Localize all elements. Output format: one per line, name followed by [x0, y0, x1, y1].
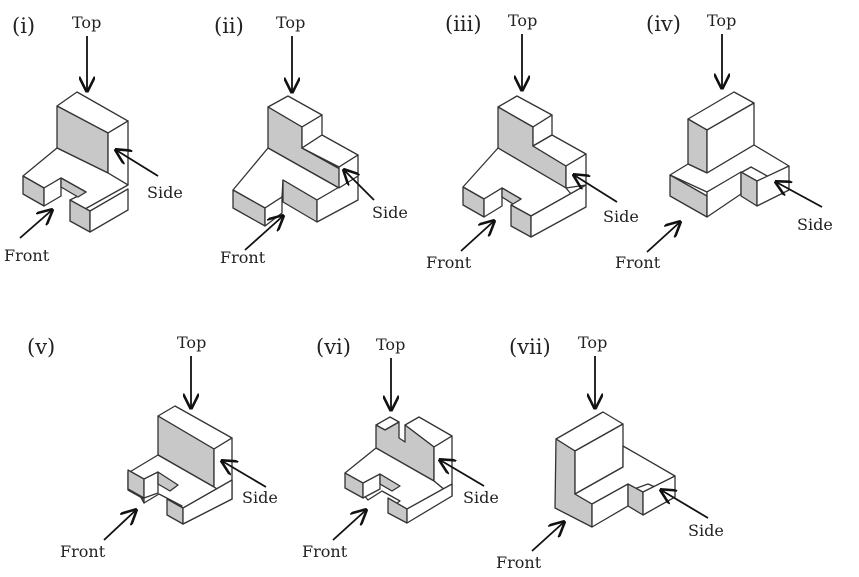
isometric-block	[232, 95, 359, 227]
side-label: Side	[242, 488, 278, 507]
figure-number: (iii)	[445, 12, 482, 36]
isometric-block	[127, 405, 233, 525]
top-label: Top	[508, 11, 537, 30]
figure-vii: (vii) Top Side Front	[496, 333, 724, 572]
isometric-block	[22, 91, 129, 233]
figure-number: (vi)	[316, 335, 351, 359]
front-label: Front	[4, 246, 50, 265]
figure-number: (vii)	[509, 335, 551, 359]
figure-vi: (vi) Top Side Front	[302, 335, 499, 561]
top-label: Top	[707, 11, 736, 30]
front-label: Front	[496, 553, 542, 572]
top-label: Top	[276, 13, 305, 32]
front-arrow	[332, 510, 366, 541]
side-arrow	[574, 175, 618, 203]
side-arrow	[661, 490, 709, 519]
isometric-block	[554, 411, 676, 528]
side-label: Side	[603, 207, 639, 226]
side-arrow	[440, 460, 485, 487]
figure-number: (i)	[12, 14, 35, 38]
side-arrow	[776, 182, 823, 208]
side-label: Side	[372, 203, 408, 222]
front-arrow	[460, 221, 494, 252]
front-label: Front	[60, 542, 106, 561]
front-arrow	[19, 210, 52, 239]
isometric-block	[462, 95, 587, 238]
figure-v: (v) Top Side Front	[27, 333, 278, 561]
front-arrow	[103, 510, 136, 541]
side-arrow	[222, 461, 267, 488]
figure-iv: (iv) Top Side Front	[615, 11, 833, 272]
top-label: Top	[177, 333, 206, 352]
top-label: Top	[72, 13, 101, 32]
front-label: Front	[426, 253, 472, 272]
isometric-block	[669, 91, 790, 218]
side-arrow	[344, 170, 375, 201]
side-label: Side	[463, 488, 499, 507]
front-arrow	[531, 522, 564, 552]
figure-i: (i) Top Side Front	[4, 13, 183, 265]
front-arrow	[646, 222, 680, 253]
isometric-block	[344, 416, 453, 524]
front-label: Front	[220, 248, 266, 267]
figure-iii: (iii) Top Side Front	[426, 11, 639, 272]
front-label: Front	[302, 542, 348, 561]
figure-ii: (ii) Top Side Front	[214, 13, 408, 267]
figure-number: (iv)	[646, 12, 681, 36]
side-label: Side	[797, 215, 833, 234]
front-arrow	[244, 216, 283, 251]
side-label: Side	[688, 521, 724, 540]
side-label: Side	[147, 183, 183, 202]
top-label: Top	[578, 333, 607, 352]
side-arrow	[116, 150, 159, 177]
top-label: Top	[376, 335, 405, 354]
front-label: Front	[615, 253, 661, 272]
figure-number: (ii)	[214, 14, 244, 38]
figure-number: (v)	[27, 335, 55, 359]
